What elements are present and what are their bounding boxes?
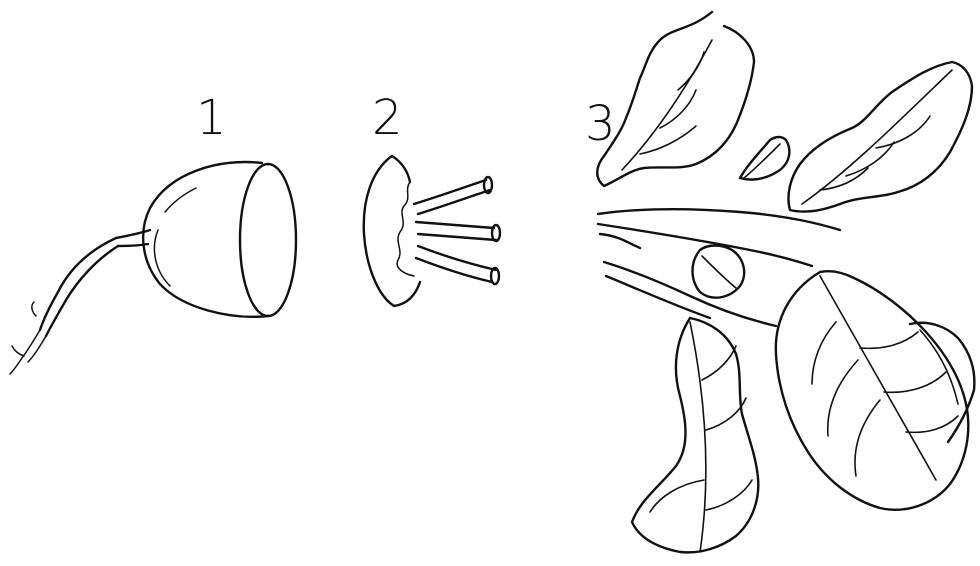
turnip-root-bulb-icon (10, 162, 296, 374)
turnip-leaves-icon (597, 12, 974, 552)
part-label-1: 1 (196, 94, 227, 142)
part-label-2: 2 (372, 94, 403, 142)
part-label-3: 3 (585, 100, 616, 148)
turnip-top-slice-icon (364, 156, 500, 306)
